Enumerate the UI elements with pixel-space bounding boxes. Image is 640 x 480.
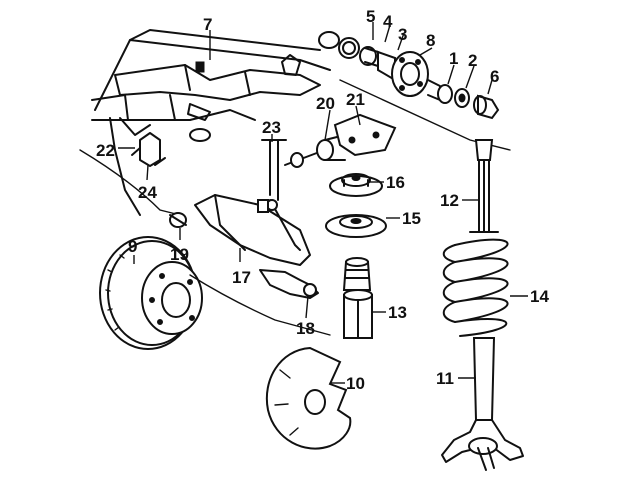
callout-2: 2 (468, 51, 477, 70)
upper-spring-mount (329, 173, 383, 197)
callout-4: 4 (383, 12, 393, 31)
coil-spring (442, 231, 509, 337)
wheel-hub-assembly (318, 31, 511, 151)
callout-15: 15 (402, 209, 421, 228)
strut-piston-rod (474, 139, 494, 233)
sway-bar-bushing-bracket (119, 117, 166, 167)
strut-body-and-steering-knuckle (441, 337, 524, 471)
lower-control-arm (169, 113, 397, 299)
callout-1: 1 (449, 49, 458, 68)
brake-splash-shield (265, 346, 352, 450)
brake-rotor (99, 236, 331, 350)
callout-labels: 5 4 3 8 1 2 6 7 20 21 23 22 24 16 12 15 … (96, 7, 549, 393)
crossmember-frame (79, 29, 331, 216)
spring-seat (325, 214, 387, 238)
callout-19: 19 (170, 245, 189, 264)
callout-13: 13 (388, 303, 407, 322)
callout-21: 21 (346, 90, 365, 109)
callout-11: 11 (436, 369, 454, 388)
callout-22: 22 (96, 141, 115, 160)
callout-14: 14 (530, 287, 549, 306)
callout-16: 16 (386, 173, 405, 192)
callout-7: 7 (203, 15, 212, 34)
callout-23: 23 (262, 118, 281, 137)
bump-stop-and-dust-boot (342, 257, 373, 339)
callout-18: 18 (296, 319, 315, 338)
callout-6: 6 (490, 67, 499, 86)
callout-8: 8 (426, 31, 435, 50)
callout-12: 12 (440, 191, 459, 210)
leader-lines (118, 22, 528, 384)
callout-17: 17 (232, 268, 251, 287)
callout-9: 9 (128, 237, 137, 256)
callout-10: 10 (346, 374, 365, 393)
callout-3: 3 (398, 25, 407, 44)
callout-5: 5 (366, 7, 375, 26)
callout-20: 20 (316, 94, 335, 113)
callout-24: 24 (138, 183, 157, 202)
